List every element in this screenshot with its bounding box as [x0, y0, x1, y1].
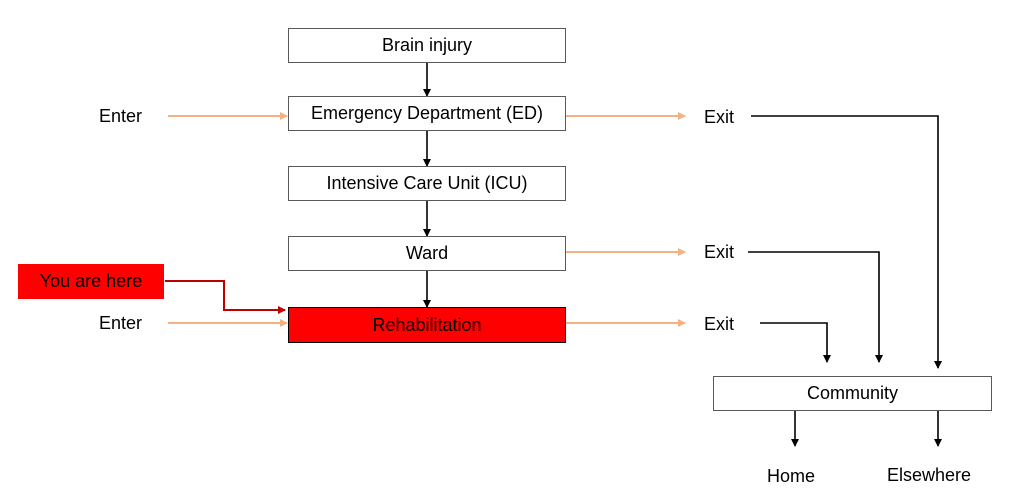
node-brain-injury-label: Brain injury — [381, 35, 473, 55]
destination-home: Home — [767, 466, 816, 486]
node-icu-label: Intensive Care Unit (ICU) — [326, 173, 528, 193]
arrow-ward-exit-to-community — [748, 251, 883, 363]
node-rehabilitation-label: Rehabilitation — [372, 314, 482, 335]
node-ward: Ward — [288, 236, 566, 271]
exit-label-rehab: Exit — [704, 314, 735, 334]
node-community: Community — [713, 376, 992, 411]
arrow-ed-exit-to-community — [751, 115, 942, 369]
arrow-you-are-here-pointer — [165, 280, 286, 314]
node-community-label: Community — [806, 383, 899, 403]
exit-label-ed: Exit — [704, 107, 735, 127]
destination-elsewhere: Elsewhere — [887, 465, 972, 485]
you-are-here-callout: You are here — [18, 264, 164, 299]
enter-label-ed: Enter — [99, 106, 143, 126]
node-emergency-department: Emergency Department (ED) — [288, 96, 566, 131]
node-rehabilitation: Rehabilitation — [288, 307, 566, 343]
exit-label-ward: Exit — [704, 242, 735, 262]
node-ward-label: Ward — [405, 243, 449, 263]
node-brain-injury: Brain injury — [288, 28, 566, 63]
node-emergency-department-label: Emergency Department (ED) — [310, 103, 544, 123]
arrow-rehab-exit-to-community — [760, 322, 831, 363]
node-icu: Intensive Care Unit (ICU) — [288, 166, 566, 201]
enter-label-rehab: Enter — [99, 313, 143, 333]
you-are-here-label: You are here — [39, 271, 143, 291]
